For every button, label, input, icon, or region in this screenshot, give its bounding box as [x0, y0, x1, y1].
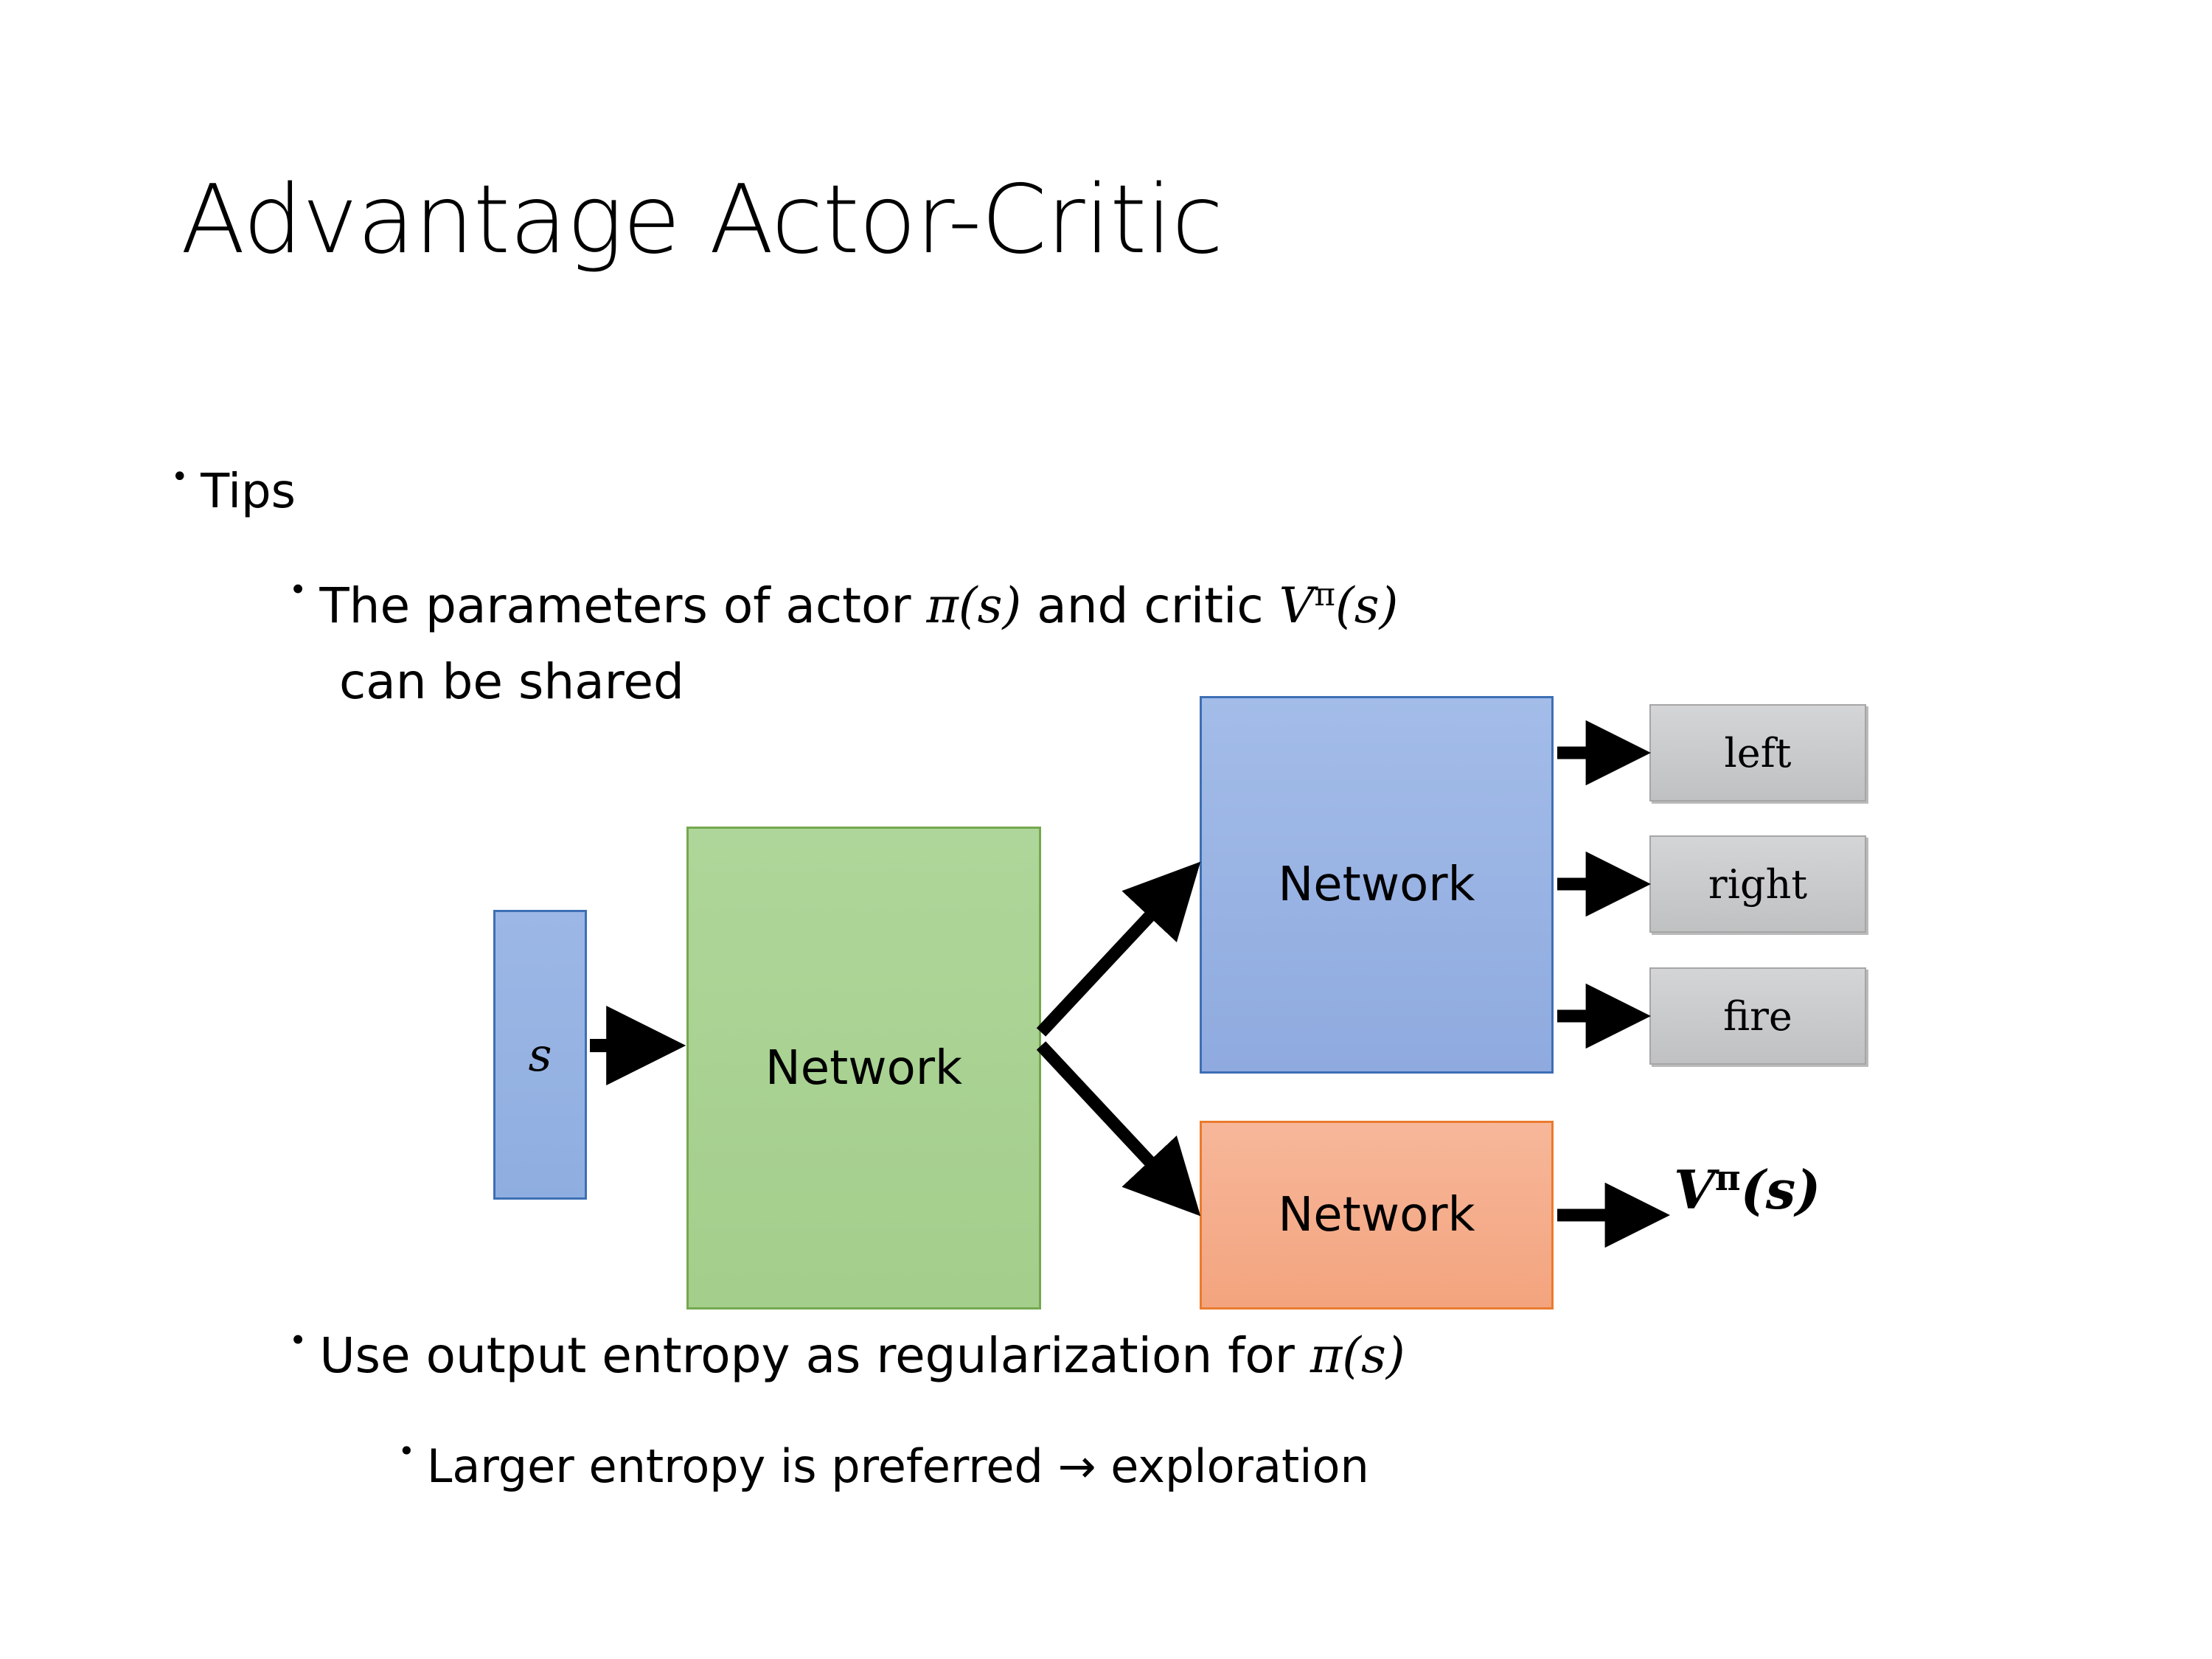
bullet-marker-icon: • — [171, 459, 189, 494]
value-v-superscript-pi: π — [1714, 1158, 1741, 1199]
math-v-base: V — [1279, 577, 1315, 634]
bullet-tips-label: Tips — [201, 465, 296, 519]
math-pi-s: π(s) — [1310, 1327, 1405, 1384]
page-title: Advantage Actor-Critic — [181, 165, 1223, 275]
bullet-tips: • Tips — [171, 459, 296, 519]
actor-network-label: Network — [1278, 858, 1475, 912]
math-v-argument: (s) — [1335, 577, 1399, 634]
diagram-critic-network-box: Network — [1200, 1121, 1554, 1310]
action-output-left-label: left — [1724, 729, 1792, 776]
value-function-output-label: Vπ(s) — [1674, 1158, 1820, 1221]
arrow-shared-to-critic — [1036, 1041, 1201, 1217]
diagram-input-state-box: s — [493, 910, 587, 1200]
text-and-critic: and critic — [1021, 577, 1279, 634]
action-output-right: right — [1649, 835, 1866, 933]
value-v-base: V — [1674, 1158, 1715, 1221]
critic-network-label: Network — [1278, 1188, 1475, 1242]
shared-network-label: Network — [765, 1040, 963, 1096]
bullet-larger-entropy-label: Larger entropy is preferred → exploratio… — [426, 1439, 1369, 1493]
action-output-fire: fire — [1649, 967, 1866, 1065]
bullet-shared-parameters-line1: The parameters of actor π(s) and critic … — [319, 577, 1398, 634]
bullet-marker-icon: • — [289, 571, 307, 608]
math-pi-s: π(s) — [926, 577, 1022, 634]
bullet-shared-parameters-line2: can be shared — [339, 653, 684, 710]
bullet-marker-icon: • — [398, 1434, 415, 1468]
diagram-actor-network-box: Network — [1200, 696, 1554, 1074]
math-v-superscript-pi: π — [1314, 577, 1335, 613]
input-state-label: s — [528, 1028, 552, 1082]
text-the-parameters-of-actor: The parameters of actor — [319, 577, 927, 634]
bullet-shared-parameters: • The parameters of actor π(s) and criti… — [289, 571, 1398, 710]
arrow-shared-to-actor — [1036, 861, 1201, 1037]
bullet-entropy-label: Use output entropy as regularization for… — [319, 1327, 1405, 1384]
bullet-entropy-regularization: • Use output entropy as regularization f… — [289, 1322, 1405, 1384]
bullet-marker-icon: • — [289, 1322, 307, 1358]
value-v-argument: (s) — [1740, 1158, 1821, 1221]
action-output-right-label: right — [1708, 860, 1808, 908]
action-output-left: left — [1649, 704, 1866, 801]
diagram-shared-network-box: Network — [686, 827, 1041, 1310]
text-use-output-entropy: Use output entropy as regularization for — [319, 1327, 1310, 1384]
action-output-fire-label: fire — [1723, 992, 1792, 1040]
bullet-larger-entropy: • Larger entropy is preferred → explorat… — [398, 1434, 1369, 1493]
